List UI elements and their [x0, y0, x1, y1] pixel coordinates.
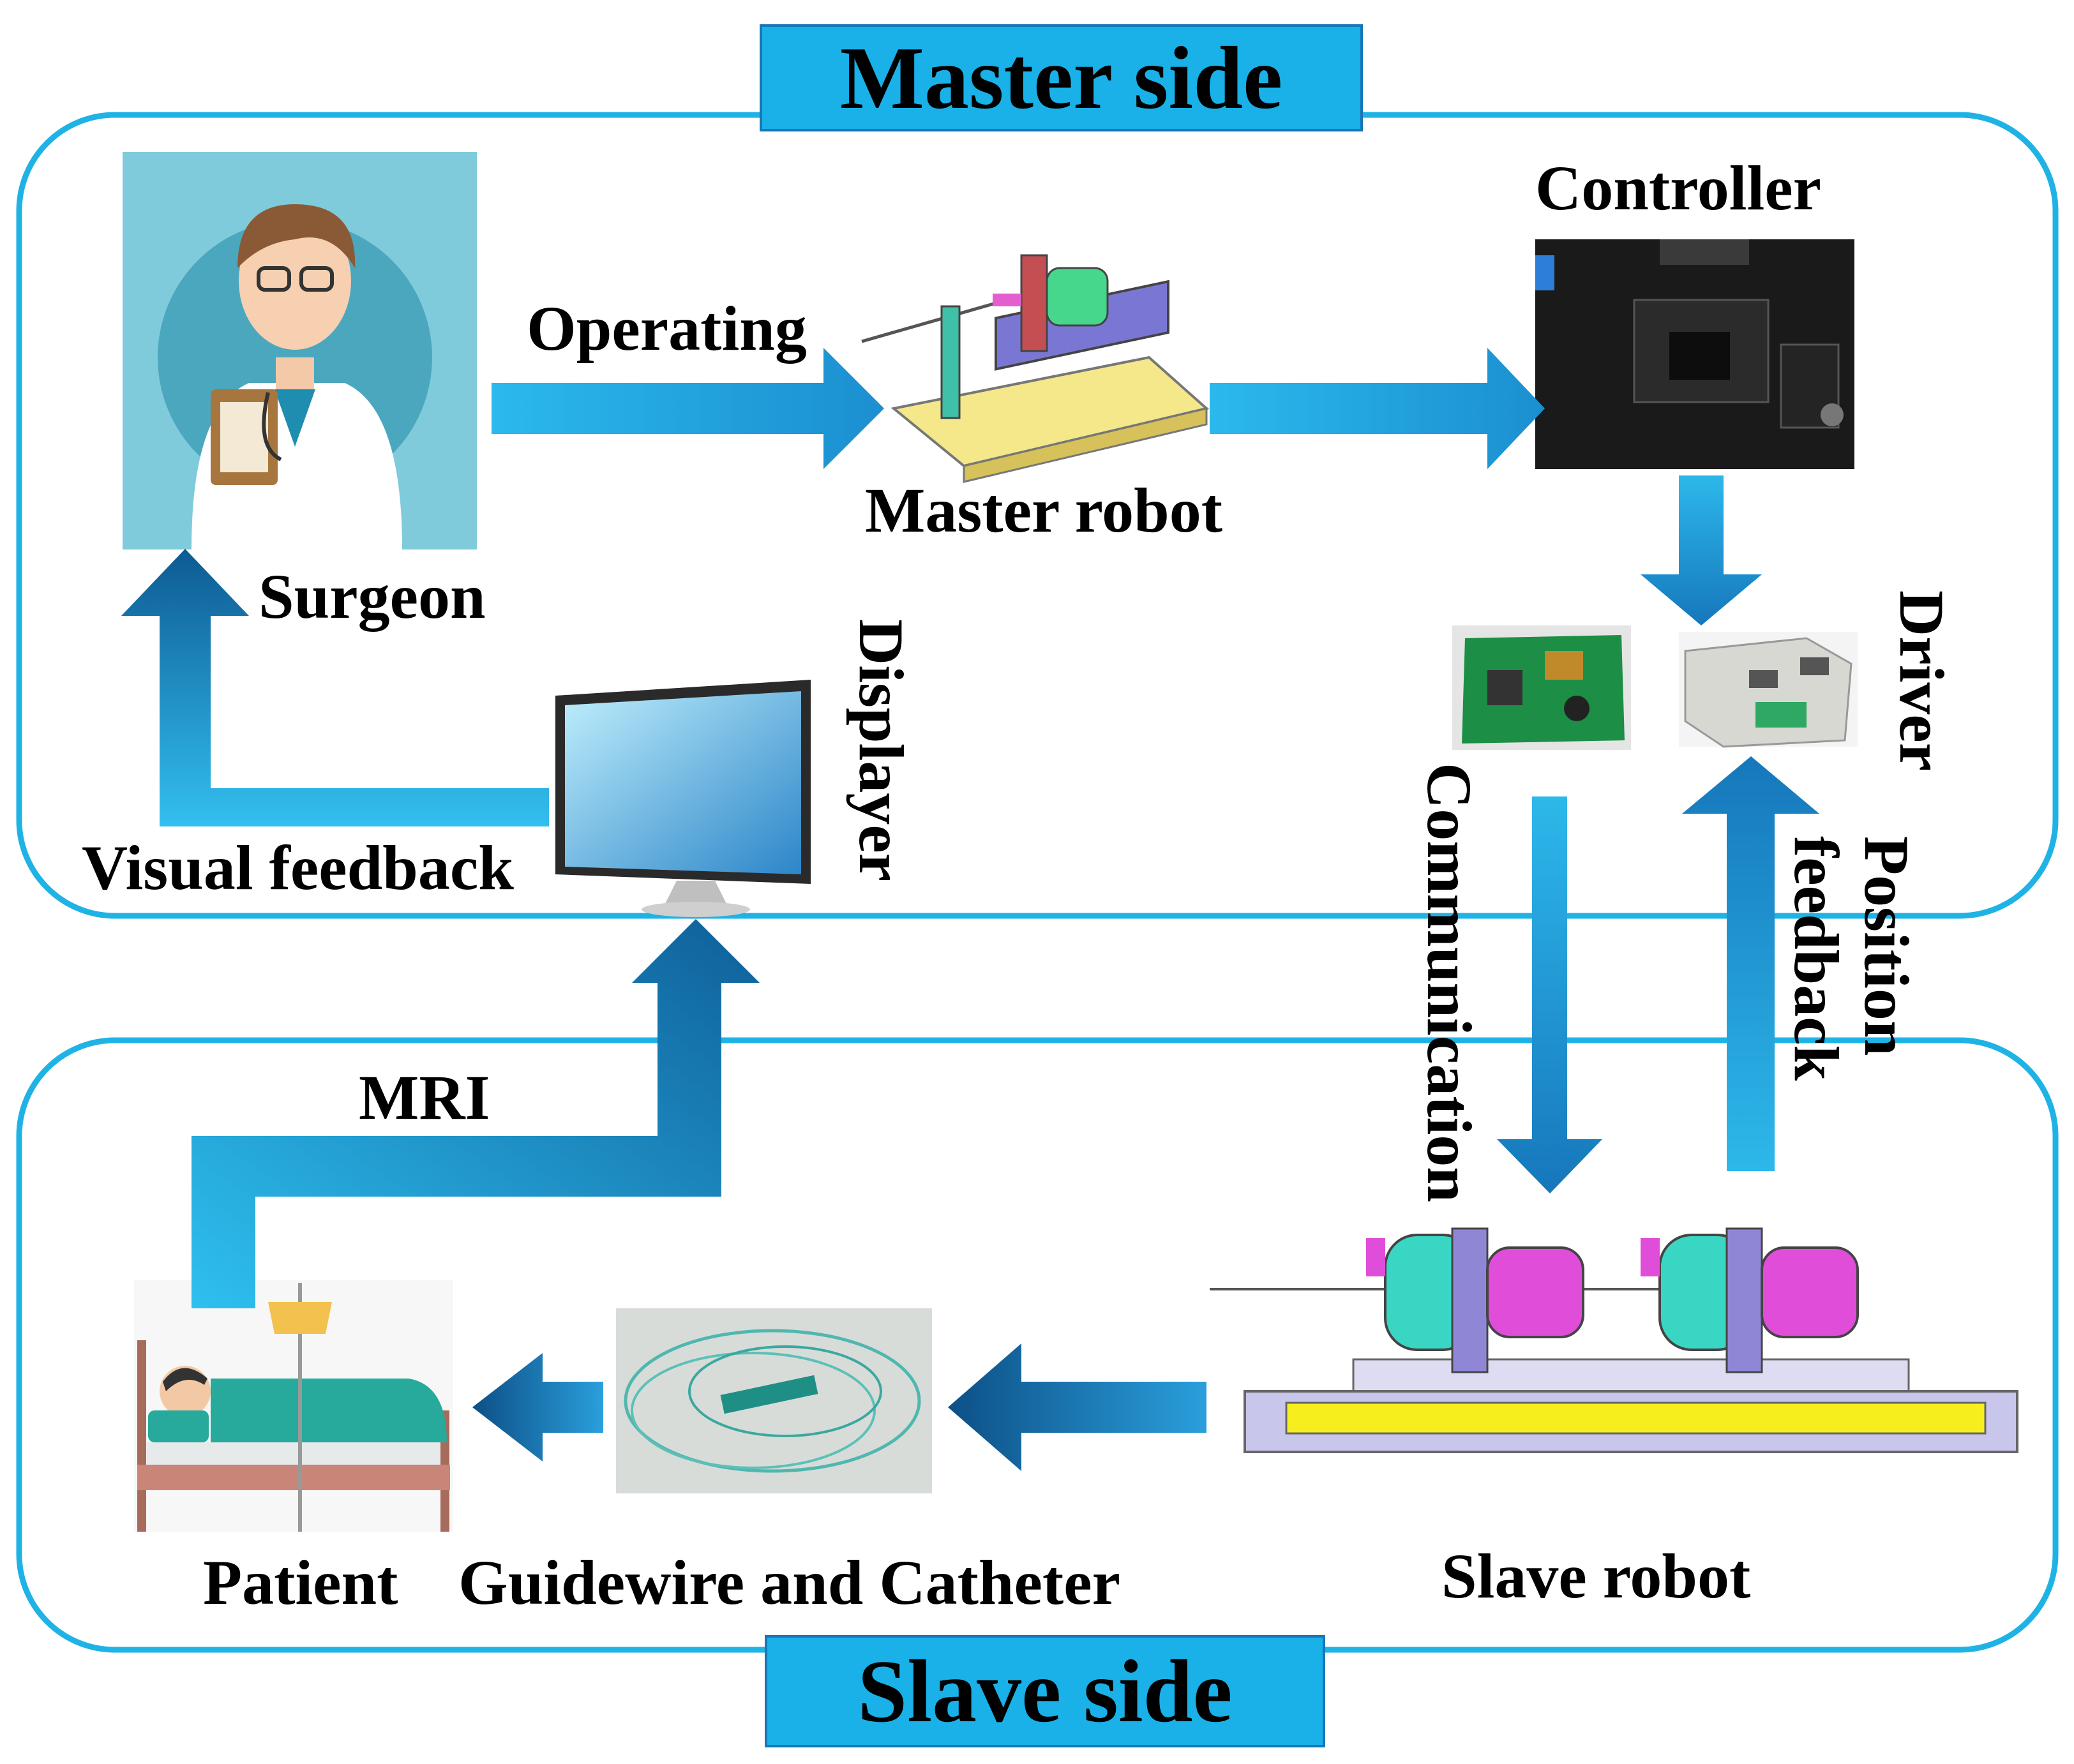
controller-board-illustration — [1535, 239, 1854, 469]
communication-label: Communication — [1414, 763, 1485, 1202]
master-robot-label: Master robot — [865, 475, 1223, 546]
controller-label: Controller — [1535, 153, 1822, 223]
robot-to-guidewire-arrow — [948, 1343, 1206, 1471]
displayer-monitor-illustration — [555, 680, 811, 917]
patient-label: Patient — [203, 1547, 398, 1618]
patient-illustration — [134, 1280, 453, 1532]
master-to-controller-arrow — [1210, 348, 1545, 469]
feedback-label: feedback — [1781, 836, 1852, 1081]
operating-arrow — [492, 348, 884, 469]
guidewire-catheter-photo — [616, 1308, 932, 1493]
position-feedback-arrow — [1682, 756, 1819, 1171]
displayer-label: Displayer — [846, 619, 917, 882]
visual-feedback-label: Visual feedback — [82, 832, 514, 903]
position-label: Position — [1851, 836, 1922, 1056]
guidewire-catheter-label: Guidewire and Catheter — [458, 1547, 1120, 1618]
guidewire-to-patient-arrow — [472, 1353, 603, 1461]
controller-to-driver-arrow — [1641, 475, 1762, 625]
communication-arrow — [1497, 796, 1602, 1193]
master-side-banner: Master side — [760, 24, 1363, 131]
mri-arrow — [192, 919, 760, 1308]
slave-robot-illustration — [1210, 1227, 2018, 1453]
slave-robot-label: Slave robot — [1441, 1541, 1751, 1611]
communication-board-illustration — [1452, 625, 1631, 750]
surgeon-label: Surgeon — [259, 561, 486, 632]
mri-label: MRI — [359, 1062, 490, 1133]
slave-side-banner: Slave side — [765, 1635, 1325, 1747]
operating-label: Operating — [527, 293, 807, 364]
driver-label: Driver — [1886, 590, 1957, 772]
visual-feedback-arrow — [121, 549, 549, 826]
driver-illustration — [1679, 632, 1858, 748]
surgeon-illustration — [123, 152, 477, 549]
master-robot-illustration — [861, 254, 1210, 483]
